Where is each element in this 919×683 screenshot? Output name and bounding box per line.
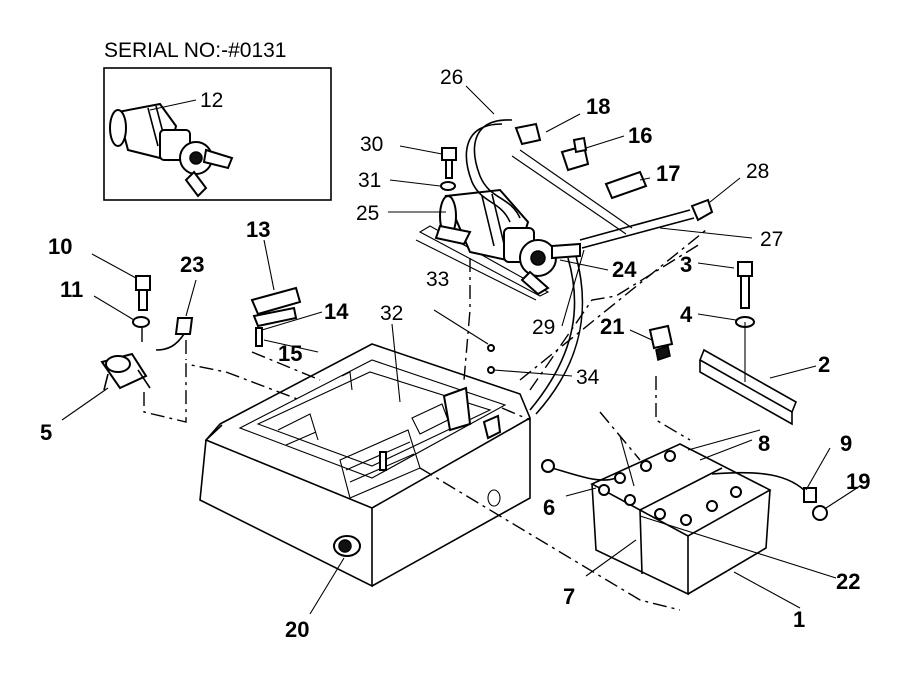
- nut-19: [812, 505, 828, 521]
- callout-27: 27: [760, 228, 783, 251]
- callout-17: 17: [656, 161, 680, 186]
- callout-16: 16: [628, 123, 652, 148]
- callout-30: 30: [360, 133, 383, 156]
- pressure-switch: [560, 136, 590, 172]
- switch-14: [252, 306, 298, 328]
- hose-29: [529, 257, 576, 411]
- relief-valve-17: [604, 170, 648, 200]
- callout-9: 9: [840, 431, 852, 456]
- washer-31: [440, 181, 456, 191]
- connector-23: [155, 317, 194, 351]
- screw-33: [487, 344, 495, 352]
- callout-12: 12: [200, 89, 223, 112]
- callout-14: 14: [324, 299, 349, 324]
- callout-2: 2: [818, 352, 830, 377]
- callout-26: 26: [440, 66, 463, 89]
- callout-4: 4: [680, 302, 693, 327]
- bracket-13: [250, 286, 302, 316]
- callout-8: 8: [758, 431, 770, 456]
- washer-11: [132, 316, 150, 328]
- callout-28: 28: [746, 160, 769, 183]
- callout-23: 23: [180, 252, 204, 277]
- cable-22: [639, 515, 837, 579]
- fitting-18: [514, 122, 542, 146]
- callout-6: 6: [543, 495, 555, 520]
- serial-number-caption: SERIAL NO:-#0131: [104, 39, 286, 62]
- drain-plug: [333, 535, 361, 557]
- callout-34: 34: [576, 366, 600, 389]
- cable-6: [551, 467, 617, 481]
- callout-18: 18: [586, 94, 610, 119]
- callout-3: 3: [680, 252, 692, 277]
- bolt-3: [737, 261, 753, 309]
- hold-down-bar: [698, 348, 798, 426]
- cable-9: [711, 471, 809, 495]
- pump-motor-assembly: [415, 188, 581, 301]
- hose-27: [579, 209, 691, 241]
- callout-7: 7: [563, 584, 575, 609]
- callout-32: 32: [380, 302, 403, 325]
- serial-inset-frame: [103, 67, 332, 201]
- bolt-10: [135, 275, 151, 311]
- callout-33: 33: [426, 268, 449, 291]
- callout-19: 19: [846, 469, 870, 494]
- callout-20: 20: [285, 617, 309, 642]
- inset-pump-motor: [109, 102, 234, 198]
- battery-pack: [590, 443, 772, 596]
- reservoir-tank: [199, 343, 532, 588]
- callout-24: 24: [612, 257, 637, 282]
- callout-25: 25: [356, 202, 379, 225]
- relay-21: [648, 324, 674, 361]
- washer-34: [487, 366, 495, 374]
- callout-10: 10: [48, 234, 72, 259]
- solenoid-5: [100, 352, 151, 391]
- callout-13: 13: [246, 217, 270, 242]
- callout-11: 11: [60, 277, 83, 302]
- fitting-28: [690, 198, 714, 222]
- callout-1: 1: [793, 607, 805, 632]
- screw-15: [255, 327, 263, 347]
- callout-31: 31: [358, 169, 381, 192]
- callout-15: 15: [278, 341, 302, 366]
- callout-29: 29: [532, 316, 555, 339]
- callout-22: 22: [836, 569, 860, 594]
- hose-26: [473, 119, 521, 219]
- wiring-path: [143, 363, 301, 423]
- bolt-30: [441, 147, 457, 179]
- callout-5: 5: [40, 420, 52, 445]
- callout-21: 21: [600, 314, 624, 339]
- cable-8: [687, 429, 761, 451]
